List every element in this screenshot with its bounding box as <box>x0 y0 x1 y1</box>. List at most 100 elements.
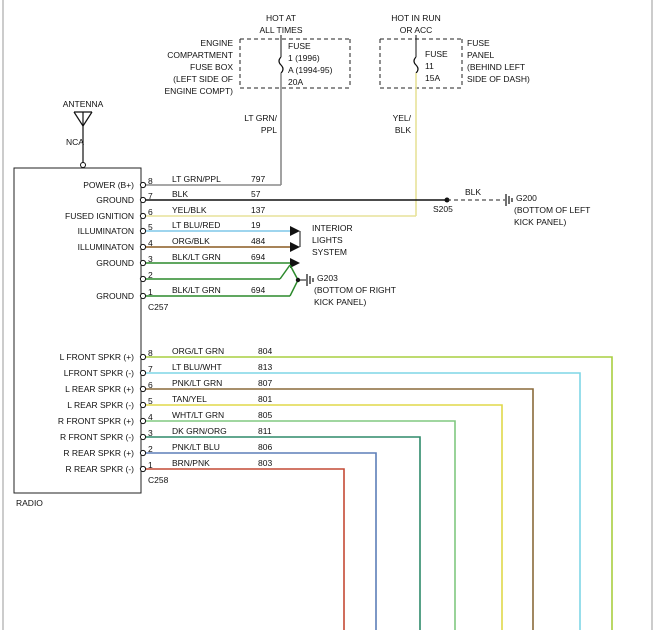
radio-pin-label: POWER (B+) <box>83 180 134 190</box>
wire-line <box>146 372 581 630</box>
fuse-right-symbol <box>413 56 419 74</box>
connector-pin <box>139 417 147 425</box>
pin-number: 1 <box>148 460 153 470</box>
g203-label-3: KICK PANEL) <box>314 297 366 307</box>
ground-g200-group <box>444 194 513 206</box>
interior-lights-label-1: INTERIOR <box>312 223 353 233</box>
g203-label-1: G203 <box>317 273 338 283</box>
radio-pin-label: GROUND <box>96 195 134 205</box>
connector-pin <box>139 401 147 409</box>
wire-color-label: YEL/BLK <box>172 205 207 215</box>
pin-number: 4 <box>148 238 153 248</box>
engine-fuse-box-label-5: ENGINE COMPT) <box>165 86 234 96</box>
radio-pin-label: L FRONT SPKR (+) <box>60 352 135 362</box>
ground-icon-g203 <box>306 274 314 286</box>
fuse-left-label: FUSE <box>288 41 311 51</box>
fuse-left-num-1994: A (1994-95) <box>288 65 333 75</box>
hot-in-run-label-1: HOT IN RUN <box>391 13 440 23</box>
radio-pin-label: R REAR SPKR (+) <box>63 448 134 458</box>
radio-pin-label: L REAR SPKR (-) <box>67 400 134 410</box>
circuit-number-label: 694 <box>251 252 265 262</box>
wire-color-label: BLK/LT GRN <box>172 252 221 262</box>
wire-line <box>146 404 503 630</box>
pin-number: 6 <box>148 380 153 390</box>
wire-color-label: LT GRN/PPL <box>172 174 221 184</box>
arrow-icon <box>290 242 300 252</box>
wire-color-label: BLK <box>172 189 188 199</box>
fuse-left-symbol <box>278 56 284 74</box>
radio-pin-label: FUSED IGNITION <box>65 211 134 221</box>
pin-number: 8 <box>148 176 153 186</box>
radio-pin-label: R FRONT SPKR (+) <box>58 416 134 426</box>
g200-label-2: (BOTTOM OF LEFT <box>514 205 590 215</box>
g203-label-2: (BOTTOM OF RIGHT <box>314 285 396 295</box>
wire-color-label: BRN/PNK <box>172 458 210 468</box>
interior-lights-label-2: LIGHTS <box>312 235 343 245</box>
connector-pin <box>139 353 147 361</box>
pin-number: 5 <box>148 396 153 406</box>
connector-pin <box>139 449 147 457</box>
engine-fuse-box-label-4: (LEFT SIDE OF <box>173 74 233 84</box>
wire-line <box>146 388 534 630</box>
ground-g203-group <box>289 264 314 297</box>
ground-icon-g200 <box>505 194 513 206</box>
pin-number: 4 <box>148 412 153 422</box>
connector-c257-label: C257 <box>148 302 169 312</box>
pin-number: 7 <box>148 364 153 374</box>
circuit-number-label: 694 <box>251 285 265 295</box>
pin-number: 2 <box>148 444 153 454</box>
wire-color-label: PNK/LT BLU <box>172 442 220 452</box>
circuit-number-label: 484 <box>251 236 265 246</box>
radio-pin-label: LFRONT SPKR (-) <box>64 368 134 378</box>
engine-fuse-box-label-2: COMPARTMENT <box>167 50 233 60</box>
circuit-number-label: 804 <box>258 346 272 356</box>
pin-number: 7 <box>148 191 153 201</box>
power-wire-label-2: PPL <box>261 125 277 135</box>
fuse-panel-label-2: PANEL <box>467 50 495 60</box>
circuit-number-label: 137 <box>251 205 265 215</box>
engine-fuse-box-label-3: FUSE BOX <box>190 62 233 72</box>
connector-pin <box>139 243 147 251</box>
circuit-number-label: 801 <box>258 394 272 404</box>
connector-pin <box>139 465 147 473</box>
connector-pin <box>139 433 147 441</box>
wire-line <box>146 468 345 630</box>
fuse-panel-label-4: SIDE OF DASH) <box>467 74 530 84</box>
radio-pin-label: GROUND <box>96 291 134 301</box>
arrow-icon <box>290 258 300 268</box>
wire-color-label: TAN/YEL <box>172 394 207 404</box>
wire-color-label: ORG/LT GRN <box>172 346 224 356</box>
wire-color-label: BLK/LT GRN <box>172 285 221 295</box>
wire-line <box>146 436 421 630</box>
wire-line <box>146 356 613 630</box>
radio-label: RADIO <box>16 498 43 508</box>
radio-pin-label: GROUND <box>96 258 134 268</box>
circuit-number-label: 19 <box>251 220 261 230</box>
wire-color-label: ORG/BLK <box>172 236 210 246</box>
connector-pin <box>139 181 147 189</box>
radio-pin-label: R REAR SPKR (-) <box>66 464 135 474</box>
radio-pin-label: ILLUMINATON <box>78 226 134 236</box>
circuit-number-label: 807 <box>258 378 272 388</box>
fuse-right-rating: 15A <box>425 73 440 83</box>
radio-pin-label: ILLUMINATON <box>78 242 134 252</box>
wire-line <box>279 264 291 280</box>
wire-color-label: DK GRN/ORG <box>172 426 227 436</box>
wire-line <box>146 420 456 630</box>
hot-at-label-2: ALL TIMES <box>260 25 303 35</box>
circuit-number-label: 806 <box>258 442 272 452</box>
hot-at-label-1: HOT AT <box>266 13 296 23</box>
pin-number: 6 <box>148 207 153 217</box>
fuse-left-num-1996: 1 (1996) <box>288 53 320 63</box>
connector-pin <box>139 275 147 283</box>
g200-label-1: G200 <box>516 193 537 203</box>
antenna-icon <box>73 111 93 168</box>
connector-pin <box>139 369 147 377</box>
radio-pin-label: R FRONT SPKR (-) <box>60 432 134 442</box>
circuit-number-label: 57 <box>251 189 261 199</box>
circuit-number-label: 811 <box>258 426 272 436</box>
radio-box <box>13 167 142 494</box>
circuit-number-label: 797 <box>251 174 265 184</box>
connector-pin <box>139 385 147 393</box>
wire-color-label: LT BLU/RED <box>172 220 220 230</box>
